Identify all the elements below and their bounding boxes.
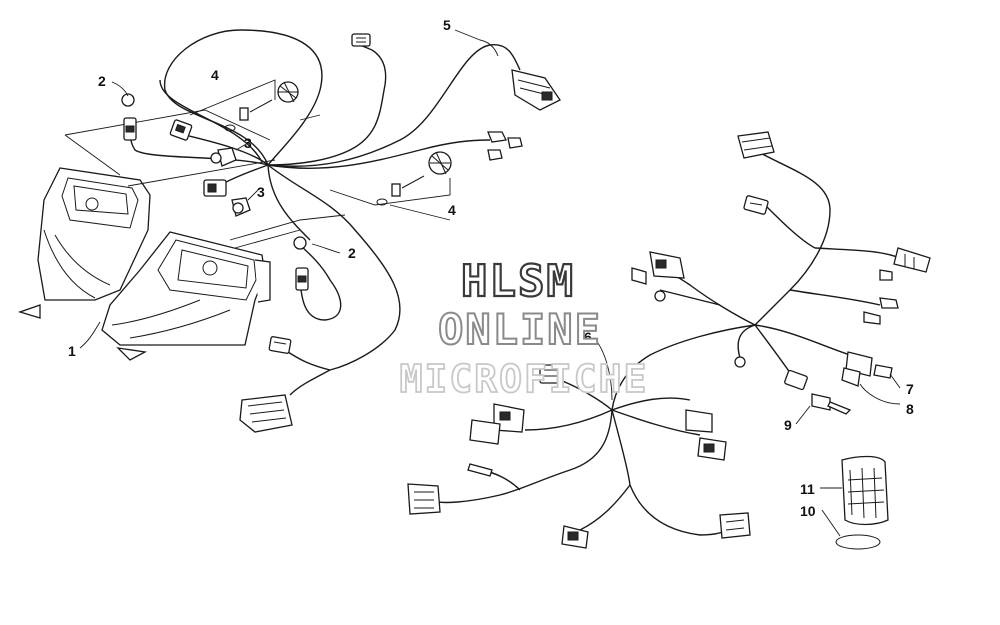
- callout-7: 7: [906, 381, 914, 397]
- ring-terminal: [734, 356, 746, 368]
- callout-1: 1: [68, 343, 76, 359]
- headlight-socket-lower: [293, 236, 309, 291]
- main-harness-connector-top: [737, 131, 775, 159]
- adjuster-upper: [224, 81, 299, 132]
- upper-harness-plug-lower: [268, 336, 292, 354]
- callout-11: 11: [800, 481, 815, 497]
- bulb-lower: [231, 197, 251, 217]
- callout-3-upper: 3: [244, 135, 252, 151]
- watermark-line-1: HLSM: [461, 256, 575, 307]
- upper-harness-connector-top: [351, 33, 371, 47]
- callout-4-lower: 4: [448, 202, 456, 218]
- callout-4-upper: 4: [211, 67, 219, 83]
- main-harness-connector-left-upper: [631, 251, 685, 302]
- main-harness-connector-bottom-center: [561, 525, 589, 549]
- callout-9: 9: [784, 417, 792, 433]
- callout-8: 8: [906, 401, 914, 417]
- callout-6: 6: [584, 329, 592, 345]
- watermark-line-3: MICROFICHE: [400, 357, 649, 401]
- headlight-housing-front: [101, 231, 271, 361]
- main-connector-large: [511, 69, 561, 111]
- callout-2-upper: 2: [98, 73, 106, 89]
- headlight-socket-left: [121, 93, 137, 141]
- callout-3-lower: 3: [257, 184, 265, 200]
- main-harness-connector-mid: [539, 364, 563, 384]
- in-line-fuse: [811, 393, 852, 415]
- watermark-line-2: ONLINE: [438, 305, 602, 354]
- adjuster-lower: [376, 151, 452, 206]
- headlight-housing-rear: [17, 167, 151, 319]
- main-harness-connector-right-double: [685, 409, 727, 461]
- connector-bracket-left: [203, 179, 227, 197]
- clamp-ring: [835, 534, 881, 550]
- fuse-holder: [784, 369, 808, 391]
- main-harness-terminal-probe: [467, 463, 493, 477]
- relay-connector: [841, 351, 893, 387]
- callout-2-lower: 2: [348, 245, 356, 261]
- main-harness-connector-bottom-left: [407, 483, 441, 515]
- spade-terminals: [487, 131, 523, 161]
- callout-10: 10: [800, 503, 816, 519]
- main-harness-connector-bottom-right: [719, 512, 751, 539]
- upper-harness-multi-pin-connector: [239, 394, 293, 433]
- main-harness-connector-small: [743, 195, 769, 215]
- main-harness-terminal-group-right: [879, 247, 931, 281]
- watermark: HLSM ONLINE MICROFICHE: [399, 255, 649, 402]
- callout-5: 5: [443, 17, 451, 33]
- protective-sleeve: [841, 455, 889, 526]
- bulb-upper: [210, 147, 237, 167]
- main-harness-terminals-right: [863, 297, 899, 325]
- main-wiring-harness: [429, 149, 901, 536]
- main-harness-connector-left-double: [469, 403, 525, 445]
- headlight-socket-upper-connector: [169, 119, 193, 141]
